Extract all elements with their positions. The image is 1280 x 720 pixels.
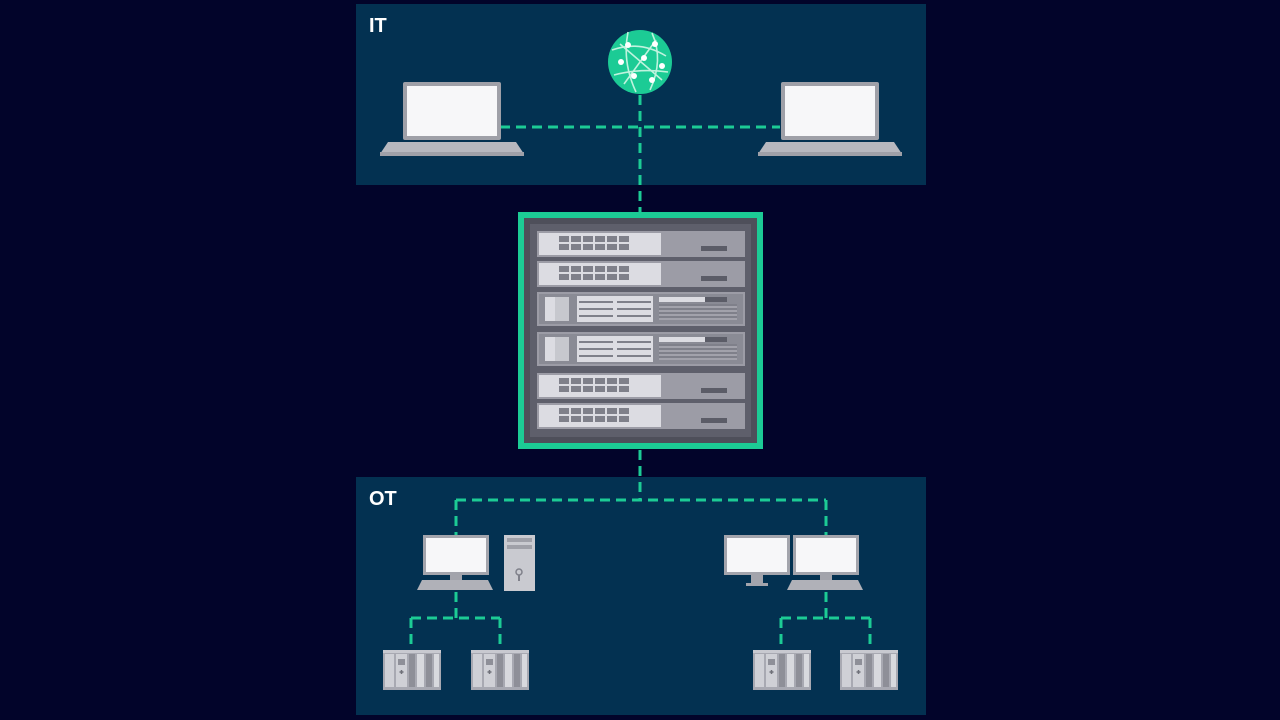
plc-controller-icon-4	[839, 649, 899, 691]
globe-network-icon	[608, 30, 672, 94]
network-links	[409, 95, 872, 651]
it-zone-label: IT	[369, 15, 387, 37]
workstation-icon-right	[724, 535, 863, 590]
plc-controller-icon-3	[752, 649, 812, 691]
plc-controller-icon-2	[470, 649, 530, 691]
laptop-icon-left	[380, 82, 524, 156]
plc-controller-icon-1	[382, 649, 442, 691]
ot-zone-label: OT	[369, 488, 397, 510]
workstation-icon-left	[417, 535, 535, 591]
server-rack-icon	[518, 212, 763, 449]
ot-zone: OT	[356, 477, 926, 715]
laptop-icon-right	[758, 82, 902, 156]
